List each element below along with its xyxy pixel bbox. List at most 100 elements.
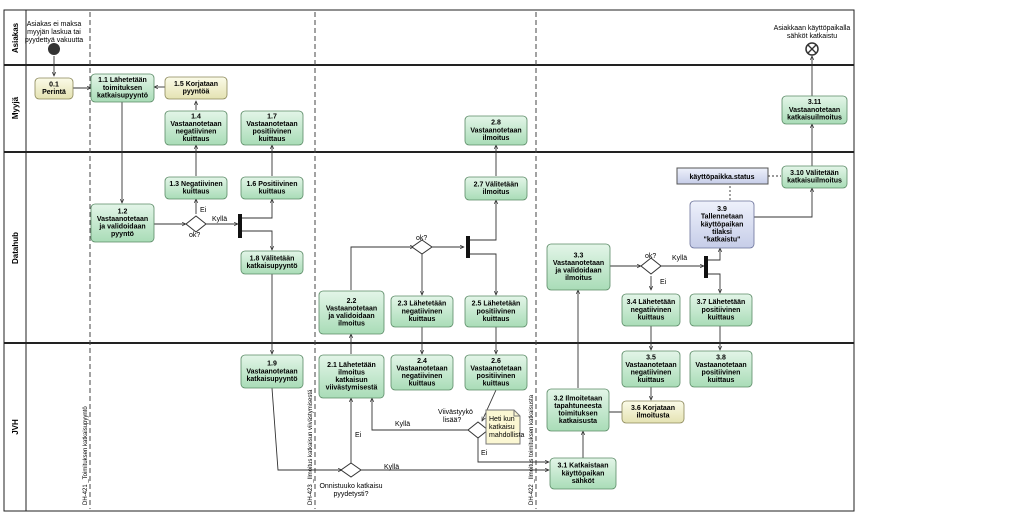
task-box bbox=[34, 77, 74, 100]
task-label: Vastaanotetaan bbox=[396, 366, 447, 373]
task-label: ilmoitus bbox=[338, 321, 365, 328]
task-box bbox=[546, 388, 610, 432]
phase-label-dh423: DH-423 _Ilmoitus katkaisun viivästymises… bbox=[308, 389, 314, 505]
task-label: 3.10 Välitetään bbox=[790, 170, 839, 177]
task-box bbox=[689, 293, 753, 327]
svg-text:pyydettyä vakuutta: pyydettyä vakuutta bbox=[25, 37, 83, 44]
task-box bbox=[689, 200, 755, 249]
svg-text:myyjän laskua tai: myyjän laskua tai bbox=[27, 29, 81, 36]
task-label: kuittaus bbox=[259, 189, 286, 196]
label-ok-3: ok? bbox=[645, 253, 656, 260]
task-label: Vastaanotetaan bbox=[553, 260, 604, 267]
swimlanes bbox=[3, 9, 855, 512]
task-label: katkaisupyyntö bbox=[97, 92, 148, 99]
task-label: 1.4 bbox=[191, 113, 201, 120]
task-39: 3.9Tallennetaankäyttöpaikantilaksi"katka… bbox=[689, 200, 755, 249]
task-label: ilmoitus bbox=[483, 189, 510, 196]
task-label: Vastaanotetaan bbox=[246, 368, 297, 375]
data-object-status: käyttöpaikka.status bbox=[676, 167, 769, 185]
task-box bbox=[90, 73, 155, 103]
task-label: 2.2 bbox=[347, 298, 357, 305]
task-box bbox=[240, 354, 304, 389]
task-label: 3.4 Lähetetään bbox=[627, 299, 676, 306]
task-label: 3.3 bbox=[574, 252, 584, 259]
note-line-3: mahdollista bbox=[489, 432, 525, 439]
task-label: 2.7 Välitetään bbox=[474, 182, 519, 189]
task-label: 3.8 bbox=[716, 354, 726, 361]
task-box bbox=[464, 295, 528, 328]
label-viivastyyko-1: Viivästyykö bbox=[438, 409, 473, 416]
task-box bbox=[621, 400, 685, 424]
task-box bbox=[318, 290, 385, 335]
task-box bbox=[781, 95, 848, 125]
task-label: 3.1 Katkaistaan bbox=[558, 463, 609, 470]
end-event bbox=[805, 42, 819, 56]
label-kylla-3: Kyllä bbox=[672, 255, 687, 262]
task-label: katkaisuilmoitus bbox=[787, 178, 842, 185]
label-viivastyyko-2: lisää? bbox=[443, 417, 461, 424]
label-ei-viivastyy: Ei bbox=[481, 450, 488, 457]
task-box bbox=[164, 110, 228, 146]
svg-text:Asiakkaan käyttöpaikalla: Asiakkaan käyttöpaikalla bbox=[774, 25, 851, 32]
parallel-bar-2 bbox=[466, 236, 470, 258]
task-label: 1.2 bbox=[118, 208, 128, 215]
task-box bbox=[689, 350, 753, 388]
task-label: Tallennetaan bbox=[701, 214, 743, 221]
task-label: ja validoidaan bbox=[98, 224, 145, 231]
phase-label-dh421: DH-421 _Toimituksen katkaisupyyntö bbox=[83, 406, 89, 505]
task-label: positiivinen bbox=[702, 370, 741, 377]
task-label: pyyntö bbox=[111, 231, 134, 238]
gateway-ok-2 bbox=[411, 239, 433, 255]
task-box bbox=[464, 354, 528, 391]
task-label: kuittaus bbox=[483, 316, 510, 323]
task-label: "katkaistu" bbox=[704, 237, 741, 244]
task-label: tapahtuneesta bbox=[554, 403, 602, 410]
task-label: 2.6 bbox=[491, 358, 501, 365]
task-label: 2.5 Lähetetään bbox=[472, 301, 521, 308]
task-label: Vastaanotetaan bbox=[625, 362, 676, 369]
task-label: 1.1 Lähetetään bbox=[98, 77, 147, 84]
task-label: positiivinen bbox=[477, 373, 516, 380]
task-label: 2.8 bbox=[491, 120, 501, 127]
label-ei-onnistuu: Ei bbox=[355, 432, 362, 439]
task-label: 1.3 Negatiivinen bbox=[169, 181, 222, 188]
task-32: 3.2 Ilmoitetaantapahtuneestatoimituksenk… bbox=[546, 388, 610, 432]
task-label: Perintä bbox=[42, 89, 66, 96]
task-box bbox=[621, 350, 681, 388]
task-label: katkaisun bbox=[335, 377, 367, 384]
task-label: negatiivinen bbox=[176, 129, 217, 136]
label-onnistuuko-2: pyydetysti? bbox=[333, 491, 368, 498]
task-label: pyyntöä bbox=[183, 89, 210, 96]
task-label: Vastaanotetaan bbox=[695, 362, 746, 369]
task-label: sähköt bbox=[572, 478, 595, 485]
task-box bbox=[781, 165, 848, 189]
label-kylla-1: Kyllä bbox=[212, 216, 227, 223]
task-label: 1.9 bbox=[267, 361, 277, 368]
label-ei-1: Ei bbox=[200, 207, 207, 214]
lane-label-myyja: Myyjä bbox=[11, 96, 20, 119]
label-onnistuuko-1: Onnistuuko katkaisu bbox=[319, 483, 382, 490]
task-label: kuittaus bbox=[708, 314, 735, 321]
task-label: 1.5 Korjataan bbox=[174, 81, 218, 88]
task-label: positiivinen bbox=[253, 129, 292, 136]
task-label: 0.1 bbox=[49, 82, 59, 89]
task-label: Vastaanotetaan bbox=[170, 121, 221, 128]
task-box bbox=[240, 176, 304, 200]
label-ok-2: ok? bbox=[416, 235, 427, 242]
task-21: 2.1 Lähetetäänilmoituskatkaisunviivästym… bbox=[318, 354, 385, 399]
task-box bbox=[90, 203, 155, 243]
